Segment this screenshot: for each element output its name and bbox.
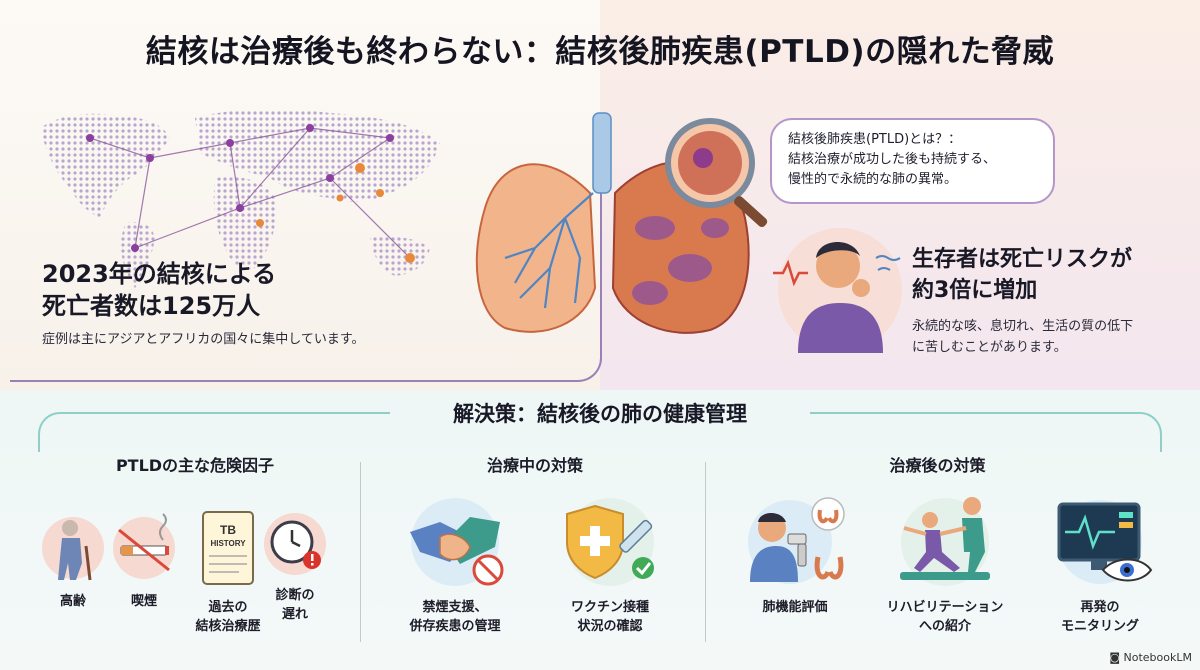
spirometry-icon bbox=[748, 497, 845, 584]
during-item-label: 状況の確認 bbox=[577, 619, 643, 634]
ptld-definition-callout: 結核後肺疾患(PTLD)とは？： 結核治療が成功した後も持続する、 慢性的で永続… bbox=[770, 118, 1055, 204]
risk-factor-smoking: 喫煙 bbox=[108, 508, 180, 611]
mortality-risk-statistic: 生存者は死亡リスクが 約3倍に増加 bbox=[912, 244, 1132, 306]
during-item-label: ワクチン接種 bbox=[570, 600, 649, 615]
callout-line2: 結核治療が成功した後も持続する、 bbox=[788, 152, 997, 167]
after-item-label: 再発の bbox=[1080, 600, 1120, 615]
brand-watermark: ◙ NotebookLM bbox=[1109, 651, 1192, 664]
during-treatment-title: 治療中の対策 bbox=[486, 456, 583, 475]
after-lung-function: 肺機能評価 bbox=[735, 492, 855, 617]
death-statistic-line1: 2023年の結核による bbox=[42, 260, 277, 288]
after-item-label: への紹介 bbox=[918, 619, 971, 634]
risk-factor-label: 結核治療歴 bbox=[195, 619, 261, 634]
after-rehabilitation: リハビリテーション への紹介 bbox=[870, 492, 1020, 636]
risk-line2: 約3倍に増加 bbox=[912, 278, 1038, 303]
during-item-label: 禁煙支援、 bbox=[422, 600, 488, 615]
tb-history-document-icon: TB HISTORY bbox=[202, 511, 254, 585]
page-title: 結核は治療後も終わらない：結核後肺疾患(PTLD)の隠れた脅威 bbox=[145, 34, 1055, 70]
risk-factors-title: PTLDの主な危険因子 bbox=[115, 456, 275, 475]
callout-line1: 結核後肺疾患(PTLD)とは？： bbox=[788, 132, 962, 147]
brand-label: NotebookLM bbox=[1123, 651, 1192, 664]
risk-sub-line2: に苦しむことがあります。 bbox=[912, 340, 1067, 355]
risk-line1: 生存者は死亡リスクが bbox=[912, 247, 1133, 272]
risk-factor-elderly: 高齢 bbox=[38, 508, 108, 611]
during-vaccination-check: ワクチン接種 状況の確認 bbox=[540, 492, 680, 636]
risk-symptoms-note: 永続的な咳、息切れ、生活の質の低下 に苦しむことがあります。 bbox=[912, 316, 1192, 358]
clock-warning-icon bbox=[264, 513, 326, 575]
after-item-label: リハビリテーション bbox=[886, 600, 1004, 615]
notebook-icon: ◙ bbox=[1109, 651, 1124, 664]
monitor-eye-icon bbox=[1057, 500, 1153, 584]
risk-factor-label: 喫煙 bbox=[130, 594, 157, 609]
elderly-person-icon bbox=[42, 517, 104, 581]
cigarette-icon bbox=[113, 513, 175, 579]
after-treatment-title: 治療後の対策 bbox=[889, 456, 986, 475]
risk-factor-label: 過去の bbox=[208, 600, 248, 615]
death-statistic-line2: 死亡者数は125万人 bbox=[42, 292, 261, 320]
death-statistic: 2023年の結核による 死亡者数は125万人 bbox=[42, 258, 276, 322]
vaccine-shield-icon bbox=[566, 498, 654, 586]
world-network-map bbox=[40, 109, 440, 288]
handshake-icon bbox=[410, 498, 504, 586]
solutions-title: 解決策：結核後の肺の健康管理 bbox=[390, 398, 810, 428]
rehabilitation-icon bbox=[900, 497, 990, 586]
lungs-illustration bbox=[475, 112, 768, 334]
coughing-person-icon bbox=[773, 228, 902, 353]
svg-text:TB: TB bbox=[220, 523, 236, 537]
svg-text:HISTORY: HISTORY bbox=[210, 539, 246, 548]
risk-factor-delayed-diagnosis: 診断の 遅れ bbox=[260, 508, 330, 624]
after-item-label: モニタリング bbox=[1060, 619, 1139, 634]
risk-sub-line1: 永続的な咳、息切れ、生活の質の低下 bbox=[912, 319, 1134, 334]
section-divider bbox=[705, 462, 706, 642]
section-divider bbox=[360, 462, 361, 642]
after-item-label: 肺機能評価 bbox=[762, 600, 828, 615]
after-relapse-monitoring: 再発の モニタリング bbox=[1040, 492, 1160, 636]
during-item-label: 併存疾患の管理 bbox=[409, 619, 501, 634]
death-statistic-note: 症例は主にアジアとアフリカの国々に集中しています。 bbox=[42, 332, 365, 347]
callout-line3: 慢性的で永続的な肺の異常。 bbox=[788, 172, 958, 187]
during-smoking-cessation: 禁煙支援、 併存疾患の管理 bbox=[385, 492, 525, 636]
risk-factor-tb-history: TB HISTORY 過去の 結核治療歴 bbox=[180, 508, 276, 636]
risk-factor-label: 高齢 bbox=[59, 594, 86, 609]
risk-factor-label: 診断の bbox=[275, 588, 315, 603]
risk-factor-label: 遅れ bbox=[281, 607, 308, 622]
